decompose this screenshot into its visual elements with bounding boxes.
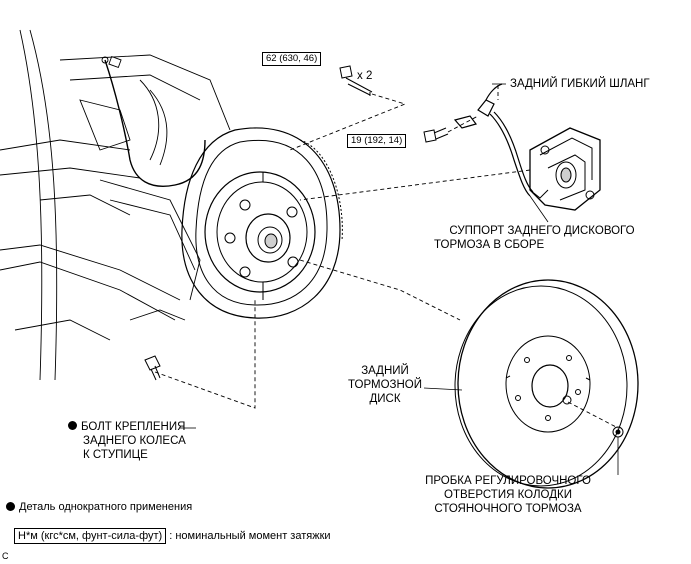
disc-label: ЗАДНИЙ ТОРМОЗНОЙ ДИСК (345, 364, 425, 406)
legend-single-use-text: Деталь однократного применения (19, 501, 193, 513)
hole-plug-drawing (612, 426, 624, 438)
hub-bolt-label: БОЛТ КРЕПЛЕНИЯ ЗАДНЕГО КОЛЕСА К СТУПИЦЕ (68, 420, 186, 462)
torque-unit-description: : номинальный момент затяжки (169, 530, 331, 542)
disc-label-line1: ЗАДНИЙ (361, 365, 409, 377)
flex-hose-drawing (453, 83, 534, 197)
axle-hub-drawing (204, 171, 316, 300)
caliper-drawing (529, 127, 601, 211)
disc-label-line3: ДИСК (369, 393, 401, 405)
caliper-label: СУППОРТ ЗАДНЕГО ДИСКОВОГО ТОРМОЗА В СБОР… (412, 224, 672, 252)
legend-single-use: Деталь однократного применения (6, 500, 192, 514)
caliper-label-line2: ТОРМОЗА В СБОРЕ (434, 239, 545, 251)
hub-bolt-label-line1: БОЛТ КРЕПЛЕНИЯ (81, 421, 186, 433)
hub-bolt-label-line3: К СТУПИЦЕ (83, 449, 148, 461)
hole-plug-label: ПРОБКА РЕГУЛИРОВОЧНОГО ОТВЕРСТИЯ КОЛОДКИ… (398, 474, 618, 516)
hose-bolt-torque-label: 19 (192, 14) (347, 134, 407, 148)
hub-bolt-drawing (144, 355, 161, 381)
torque-unit-box: Н*м (кгс*см, фунт-сила-фут) (14, 528, 167, 544)
hub-bolt-label-line2: ЗАДНЕГО КОЛЕСА (83, 435, 186, 447)
disc-label-line2: ТОРМОЗНОЙ (348, 379, 422, 391)
caliper-bolt-drawing (339, 65, 373, 96)
caliper-bolt-quantity: x 2 (357, 70, 373, 82)
caliper-label-line1: СУППОРТ ЗАДНЕГО ДИСКОВОГО (449, 225, 635, 237)
suspension-body-drawing (0, 29, 231, 381)
caliper-bolt-torque-label: 62 (630, 46) (262, 52, 322, 66)
legend-torque: Н*м (кгс*см, фунт-сила-фут): номинальный… (14, 528, 331, 544)
assembly-guide-lines (154, 85, 619, 429)
hole-plug-label-line2: ОТВЕРСТИЯ КОЛОДКИ (444, 489, 572, 501)
corner-mark: C (2, 551, 9, 561)
leader-lines (180, 83, 619, 475)
flex-hose-label: ЗАДНИЙ ГИБКИЙ ШЛАНГ (510, 78, 650, 90)
single-use-legend-icon (6, 501, 15, 511)
brake-disc-drawing (454, 279, 639, 489)
hole-plug-label-line1: ПРОБКА РЕГУЛИРОВОЧНОГО (425, 475, 591, 487)
single-use-bullet-icon (68, 421, 77, 431)
hole-plug-label-line3: СТОЯНОЧНОГО ТОРМОЗА (434, 503, 582, 515)
dust-shield-drawing (181, 127, 343, 319)
hose-bolt-drawing (423, 127, 449, 143)
